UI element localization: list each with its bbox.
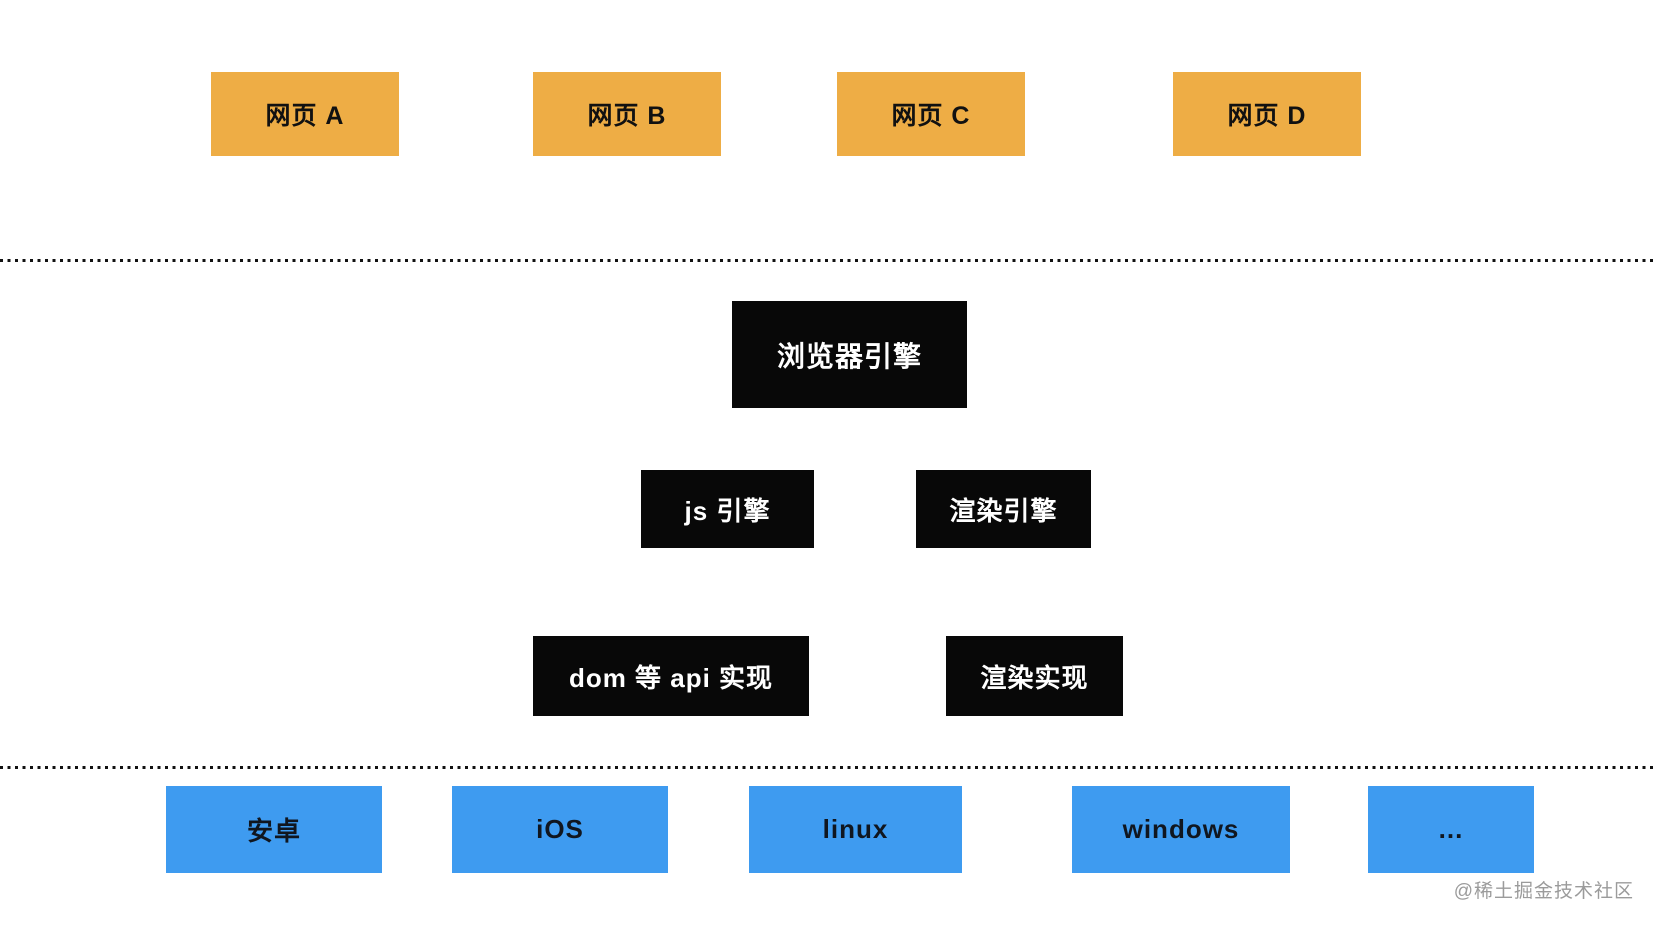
platform-ios-label: iOS xyxy=(536,814,584,844)
render-impl-box: 渲染实现 xyxy=(946,636,1123,716)
render-engine-label: 渲染引擎 xyxy=(949,495,1058,526)
render-impl-label: 渲染实现 xyxy=(980,662,1089,693)
platform-windows-box: windows xyxy=(1072,786,1290,873)
webpage-c-box: 网页 C xyxy=(837,72,1025,156)
platform-ellipsis-label: ... xyxy=(1438,814,1464,844)
platform-ios-box: iOS xyxy=(452,786,668,873)
js-engine-label: js 引擎 xyxy=(684,495,771,526)
webpage-a-box: 网页 A xyxy=(211,72,399,156)
webpage-b-label: 网页 B xyxy=(587,102,667,130)
webpage-b-box: 网页 B xyxy=(533,72,721,156)
webpage-c-label: 网页 C xyxy=(891,102,971,130)
browser-engine-label: 浏览器引擎 xyxy=(776,340,922,372)
platform-android-label: 安卓 xyxy=(246,816,301,846)
webpage-a-label: 网页 A xyxy=(265,102,345,130)
render-engine-box: 渲染引擎 xyxy=(916,470,1091,548)
watermark-text: @稀土掘金技术社区 xyxy=(1453,881,1634,902)
webpage-d-box: 网页 D xyxy=(1173,72,1361,156)
webpage-d-label: 网页 D xyxy=(1227,102,1307,130)
platform-android-box: 安卓 xyxy=(166,786,382,873)
platform-linux-box: linux xyxy=(749,786,962,873)
platform-ellipsis-box: ... xyxy=(1368,786,1534,873)
js-engine-box: js 引擎 xyxy=(641,470,814,548)
dom-api-impl-label: dom 等 api 实现 xyxy=(568,662,774,693)
platform-linux-label: linux xyxy=(822,814,889,844)
lower-dotted-separator xyxy=(0,766,1656,769)
platform-windows-label: windows xyxy=(1122,814,1240,844)
upper-dotted-separator xyxy=(0,259,1656,262)
dom-api-impl-box: dom 等 api 实现 xyxy=(533,636,809,716)
browser-engine-box: 浏览器引擎 xyxy=(732,301,967,408)
